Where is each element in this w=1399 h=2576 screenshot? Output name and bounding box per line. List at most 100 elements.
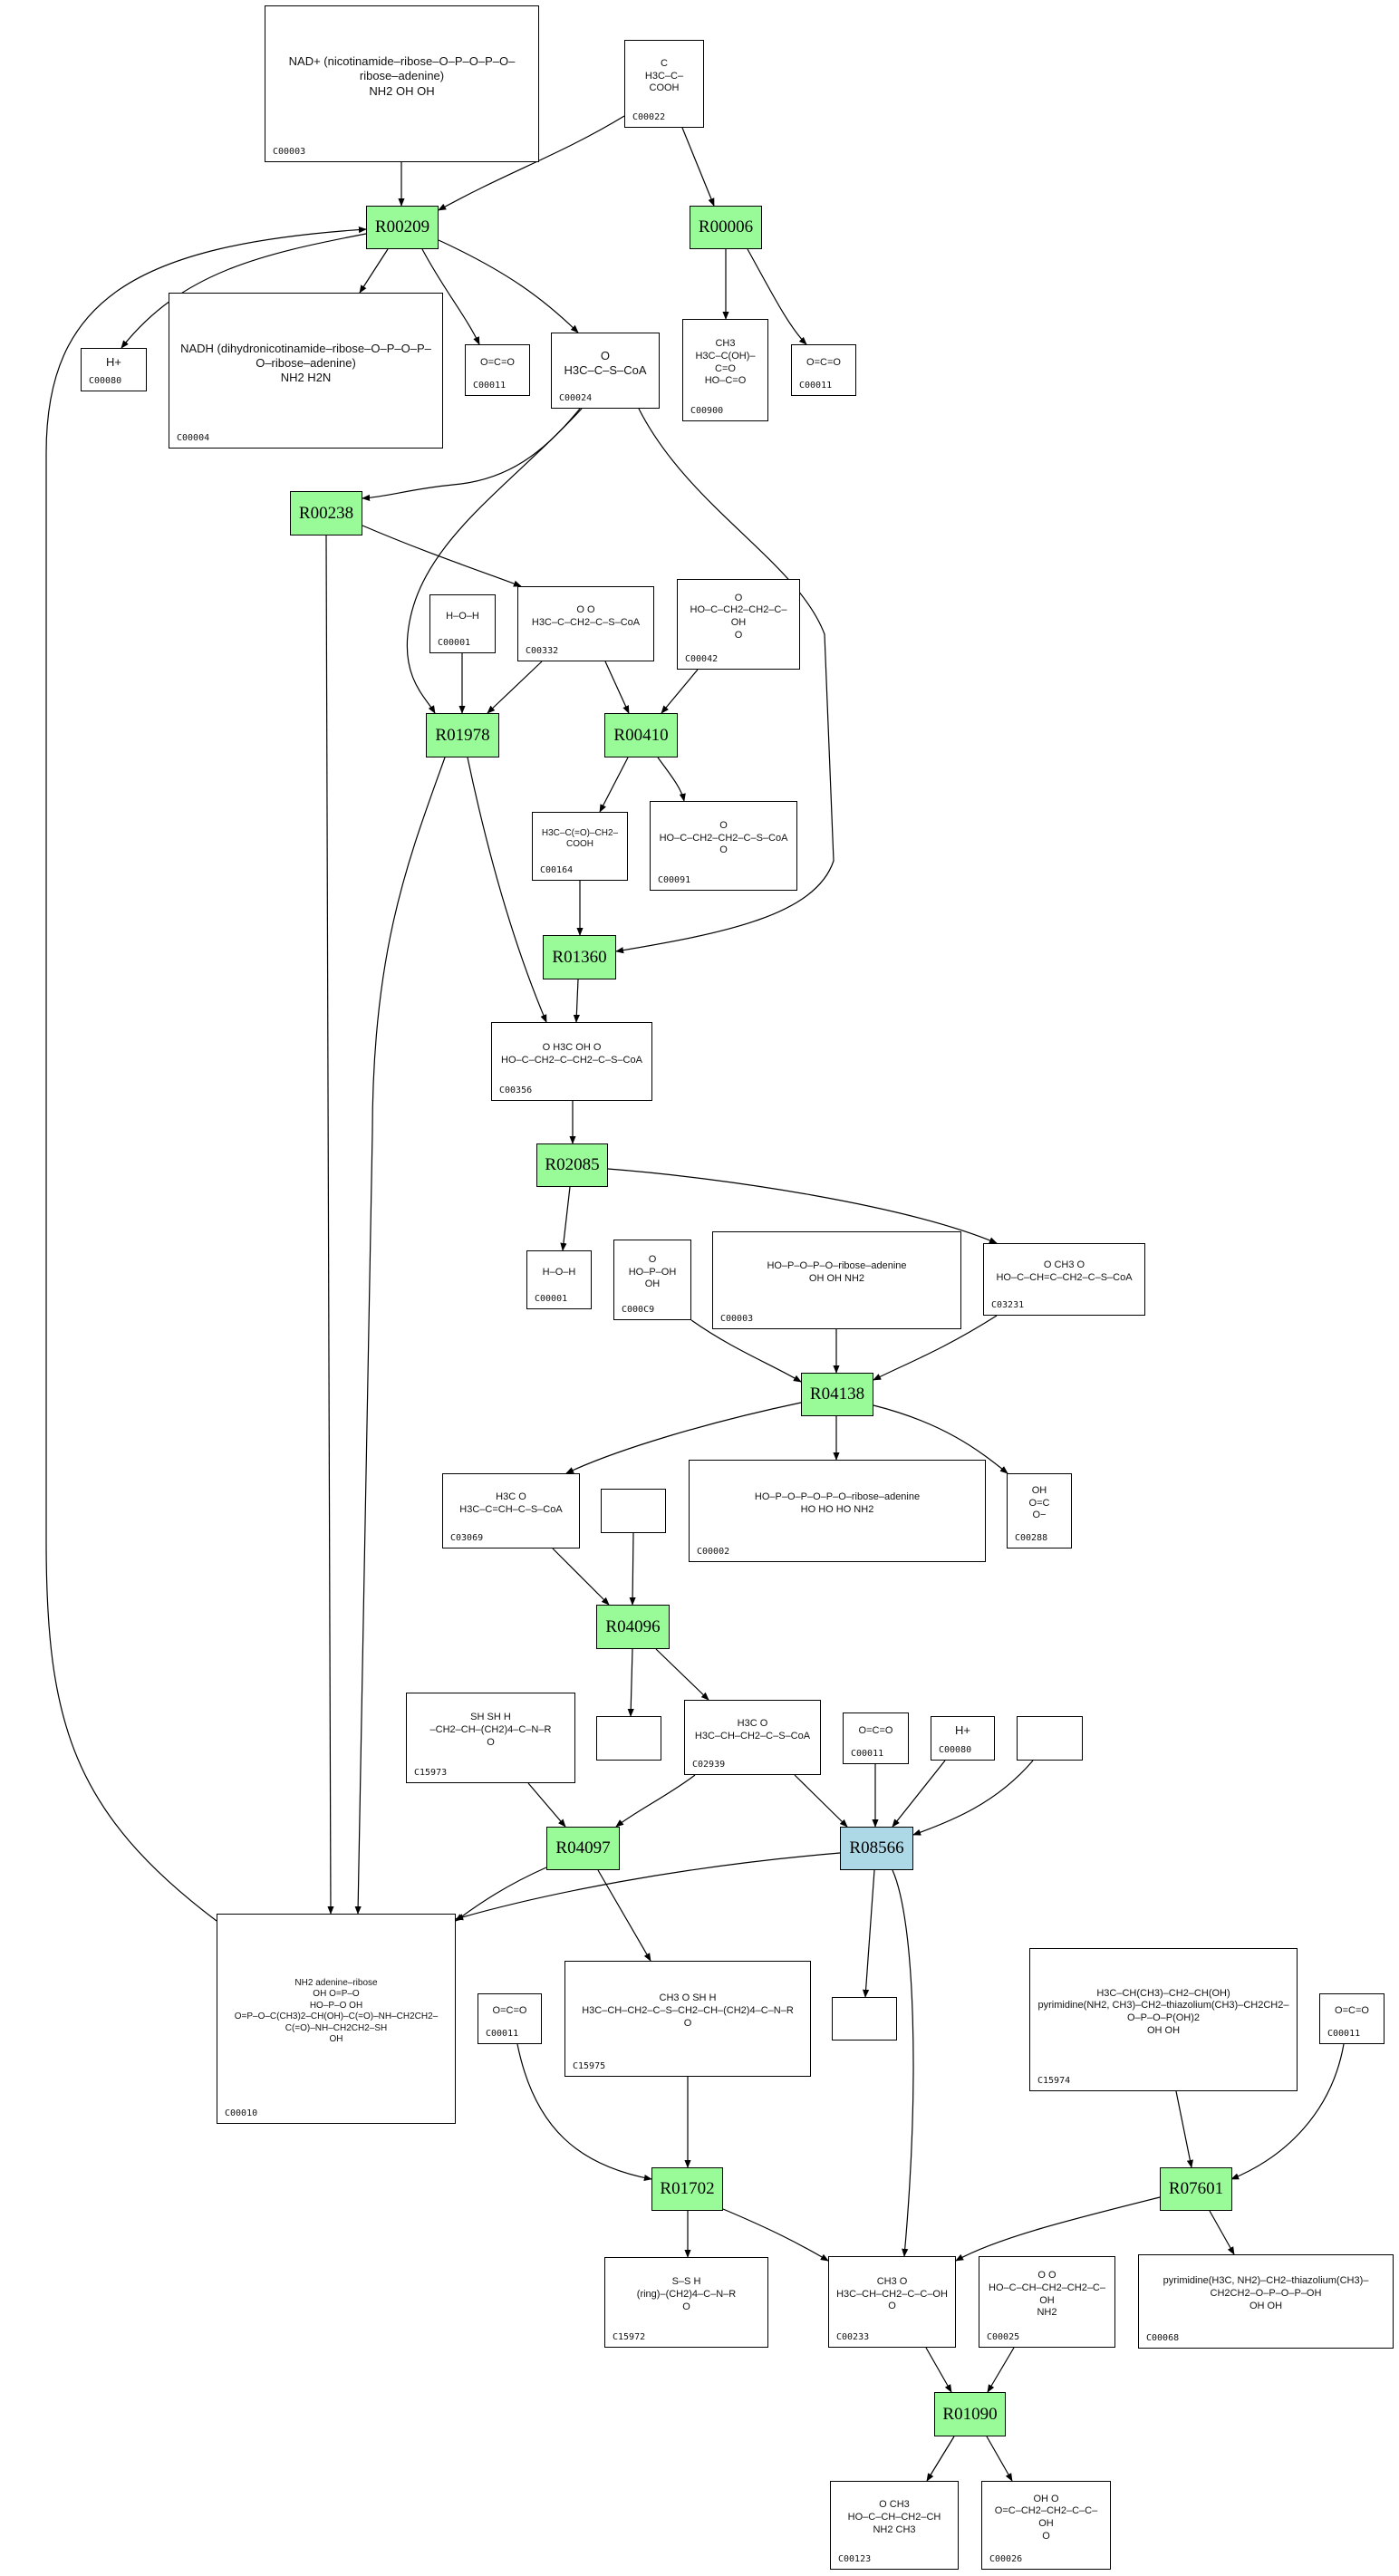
- compound-C00009[interactable]: O HO–P–OH OH C000C9: [613, 1240, 691, 1320]
- compound-C00011-b[interactable]: O=C=O C00011: [791, 344, 856, 396]
- structure-image: H+: [955, 1723, 970, 1738]
- edge-c00332-r01978: [487, 661, 543, 714]
- reaction-R07601[interactable]: R07601: [1160, 2167, 1232, 2211]
- compound-id: C00024: [559, 393, 593, 403]
- compound-C00042[interactable]: O HO–C–CH2–CH2–C–OH O C00042: [677, 579, 800, 670]
- compound-C00001-b[interactable]: H–O–H C00001: [526, 1250, 592, 1309]
- reaction-R01702[interactable]: R01702: [651, 2167, 723, 2211]
- edge-c00022-r00209: [438, 115, 625, 211]
- edge-c00022-r00006: [681, 127, 715, 207]
- structure-image: S–S H (ring)–(CH2)4–C–N–R O: [636, 2276, 737, 2312]
- edge-r04097-c00010: [455, 1867, 547, 1922]
- compound-C00003-nad[interactable]: NAD+ (nicotinamide–ribose–O–P–O–P–O–ribo…: [265, 5, 539, 162]
- compound-id: C00288: [1015, 1533, 1048, 1543]
- compound-C00332[interactable]: O O H3C–C–CH2–C–S–CoA C00332: [517, 586, 654, 661]
- compound-C00001-a[interactable]: H–O–H C00001: [429, 594, 496, 653]
- structure-image: O O H3C–C–CH2–C–S–CoA: [531, 603, 641, 628]
- structure-image: O CH3 HO–C–CH–CH2–CH NH2 CH3: [847, 2499, 941, 2535]
- compound-id: C000C9: [622, 1305, 655, 1315]
- structure-image: HO–P–O–P–O–P–O–ribose–adenine HO HO HO N…: [754, 1491, 921, 1515]
- reaction-R00006[interactable]: R00006: [690, 206, 762, 249]
- edge-r01090-c00026: [986, 2436, 1013, 2482]
- edge-r00209-c00080: [121, 233, 367, 349]
- structure-image: O O HO–C–CH–CH2–CH2–C–OH NH2: [989, 2270, 1105, 2319]
- compound-C00164[interactable]: H3C–C(=O)–CH2–COOH C00164: [532, 812, 628, 881]
- compound-C00011-e[interactable]: O=C=O C00011: [1319, 1993, 1385, 2044]
- compound-id: C00001: [438, 638, 471, 648]
- reaction-R01090[interactable]: R01090: [934, 2392, 1006, 2436]
- compound-empty-1[interactable]: [601, 1489, 666, 1533]
- edge-c00011-r01702: [516, 2043, 652, 2182]
- compound-C00004[interactable]: NADH (dihydronicotinamide–ribose–O–P–O–P…: [169, 293, 443, 449]
- compound-C00288[interactable]: OH O=C O− C00288: [1007, 1473, 1072, 1548]
- compound-C00068[interactable]: pyrimidine(H3C, NH2)–CH2–thiazolium(CH3)…: [1138, 2254, 1394, 2349]
- compound-C00900[interactable]: CH3 H3C–C(OH)–C=O HO–C=O C00900: [682, 319, 768, 421]
- compound-C00011-a[interactable]: O=C=O C00011: [465, 344, 530, 396]
- edge-r01090-c00123: [926, 2436, 955, 2482]
- compound-id: C00164: [540, 865, 574, 875]
- compound-C15972[interactable]: S–S H (ring)–(CH2)4–C–N–R O C15972: [604, 2257, 768, 2348]
- reaction-R00410[interactable]: R00410: [604, 713, 678, 757]
- compound-C00002[interactable]: HO–P–O–P–O–P–O–ribose–adenine HO HO HO N…: [689, 1460, 986, 1562]
- structure-image: O=C=O: [806, 356, 841, 368]
- structure-image: H+: [106, 354, 121, 369]
- structure-image: O H3C–C–S–CoA: [564, 348, 647, 377]
- structure-image: O H3C OH O HO–C–CH2–C–CH2–C–S–CoA: [501, 1041, 642, 1066]
- compound-C03069[interactable]: H3C O H3C–C=CH–C–S–CoA C03069: [442, 1473, 580, 1548]
- reaction-R08566[interactable]: R08566: [840, 1827, 913, 1870]
- edge-r04096-empty2: [627, 1648, 634, 1717]
- compound-C02939[interactable]: H3C O H3C–CH–CH2–C–S–CoA C02939: [684, 1700, 821, 1775]
- compound-id: C00003: [273, 147, 306, 157]
- edge-r00238-c00332: [362, 525, 522, 587]
- edge-c00024-r01978: [406, 408, 583, 714]
- compound-id: C00091: [658, 875, 691, 885]
- compound-id: C00022: [632, 112, 666, 122]
- structure-image: NH2 adenine–ribose OH O=P–O HO–P–O OH O=…: [234, 1977, 439, 2045]
- edge-c03231-r04138: [873, 1315, 998, 1381]
- reaction-R04096[interactable]: R04096: [596, 1605, 670, 1649]
- reaction-R04138[interactable]: R04138: [801, 1373, 873, 1416]
- edge-c02939-r08566: [794, 1774, 848, 1828]
- compound-id: C00900: [690, 406, 724, 416]
- edge-r00209-c00011: [421, 248, 480, 345]
- compound-id: C15975: [573, 2061, 606, 2071]
- compound-id: C00080: [89, 376, 122, 386]
- reaction-R00209[interactable]: R00209: [366, 206, 439, 249]
- compound-C15974[interactable]: H3C–CH(CH3)–CH2–CH(OH) pyrimidine(NH2, C…: [1029, 1948, 1298, 2091]
- compound-empty-3[interactable]: [1017, 1716, 1083, 1761]
- reaction-R04097[interactable]: R04097: [546, 1827, 620, 1870]
- compound-C00123[interactable]: O CH3 HO–C–CH–CH2–CH NH2 CH3 C00123: [830, 2481, 959, 2570]
- compound-C15975[interactable]: CH3 O SH H H3C–CH–CH2–C–S–CH2–CH–(CH2)4–…: [564, 1961, 811, 2077]
- structure-image: H3C–CH(CH3)–CH2–CH(OH) pyrimidine(NH2, C…: [1037, 1987, 1289, 2036]
- compound-C00080-mid[interactable]: H+ C00080: [931, 1716, 995, 1761]
- structure-image: H3C–C(=O)–CH2–COOH: [541, 827, 619, 850]
- reaction-R02085[interactable]: R02085: [536, 1143, 608, 1187]
- edge-r04138-c00288: [873, 1404, 1008, 1474]
- compound-C00024[interactable]: O H3C–C–S–CoA C00024: [551, 333, 660, 409]
- compound-C00233[interactable]: CH3 O H3C–CH–CH2–C–C–OH O C00233: [828, 2256, 956, 2348]
- compound-C00091[interactable]: O HO–C–CH2–CH2–C–S–CoA O C00091: [650, 801, 797, 891]
- compound-C00026[interactable]: OH O O=C–CH2–CH2–C–C–OH O C00026: [981, 2481, 1111, 2570]
- edge-empty3-r08566: [912, 1760, 1034, 1836]
- compound-C15973[interactable]: SH SH H –CH2–CH–(CH2)4–C–N–R O C15973: [406, 1693, 575, 1783]
- compound-C00025[interactable]: O O HO–C–CH–CH2–CH2–C–OH NH2 C00025: [979, 2256, 1115, 2348]
- compound-C00011-c[interactable]: O=C=O C00011: [843, 1713, 909, 1764]
- structure-image: NADH (dihydronicotinamide–ribose–O–P–O–P…: [180, 341, 431, 385]
- edge-c00010-r00209: [45, 226, 367, 1922]
- compound-C03231[interactable]: O CH3 O HO–C–CH=C–CH2–C–S–CoA C03231: [983, 1243, 1145, 1316]
- compound-C00022[interactable]: C H3C–C–COOH C00022: [624, 40, 704, 128]
- reaction-R01978[interactable]: R01978: [426, 713, 499, 757]
- compound-C00356[interactable]: O H3C OH O HO–C–CH2–C–CH2–C–S–CoA C00356: [491, 1022, 652, 1101]
- reaction-R00238[interactable]: R00238: [290, 491, 362, 535]
- compound-empty-4[interactable]: [832, 1997, 897, 2041]
- compound-C00011-d[interactable]: O=C=O C00011: [478, 1993, 542, 2044]
- structure-image: HO–P–O–P–O–ribose–adenine OH OH NH2: [767, 1260, 907, 1284]
- compound-C00010[interactable]: NH2 adenine–ribose OH O=P–O HO–P–O OH O=…: [217, 1914, 456, 2124]
- compound-C00080-top[interactable]: H+ C00080: [81, 348, 147, 391]
- compound-empty-2[interactable]: [596, 1716, 661, 1761]
- compound-C00003-adp[interactable]: HO–P–O–P–O–ribose–adenine OH OH NH2 C000…: [712, 1231, 961, 1329]
- compound-id: C00003: [720, 1314, 754, 1324]
- structure-image: H–O–H: [542, 1266, 576, 1278]
- reaction-R01360[interactable]: R01360: [543, 935, 616, 979]
